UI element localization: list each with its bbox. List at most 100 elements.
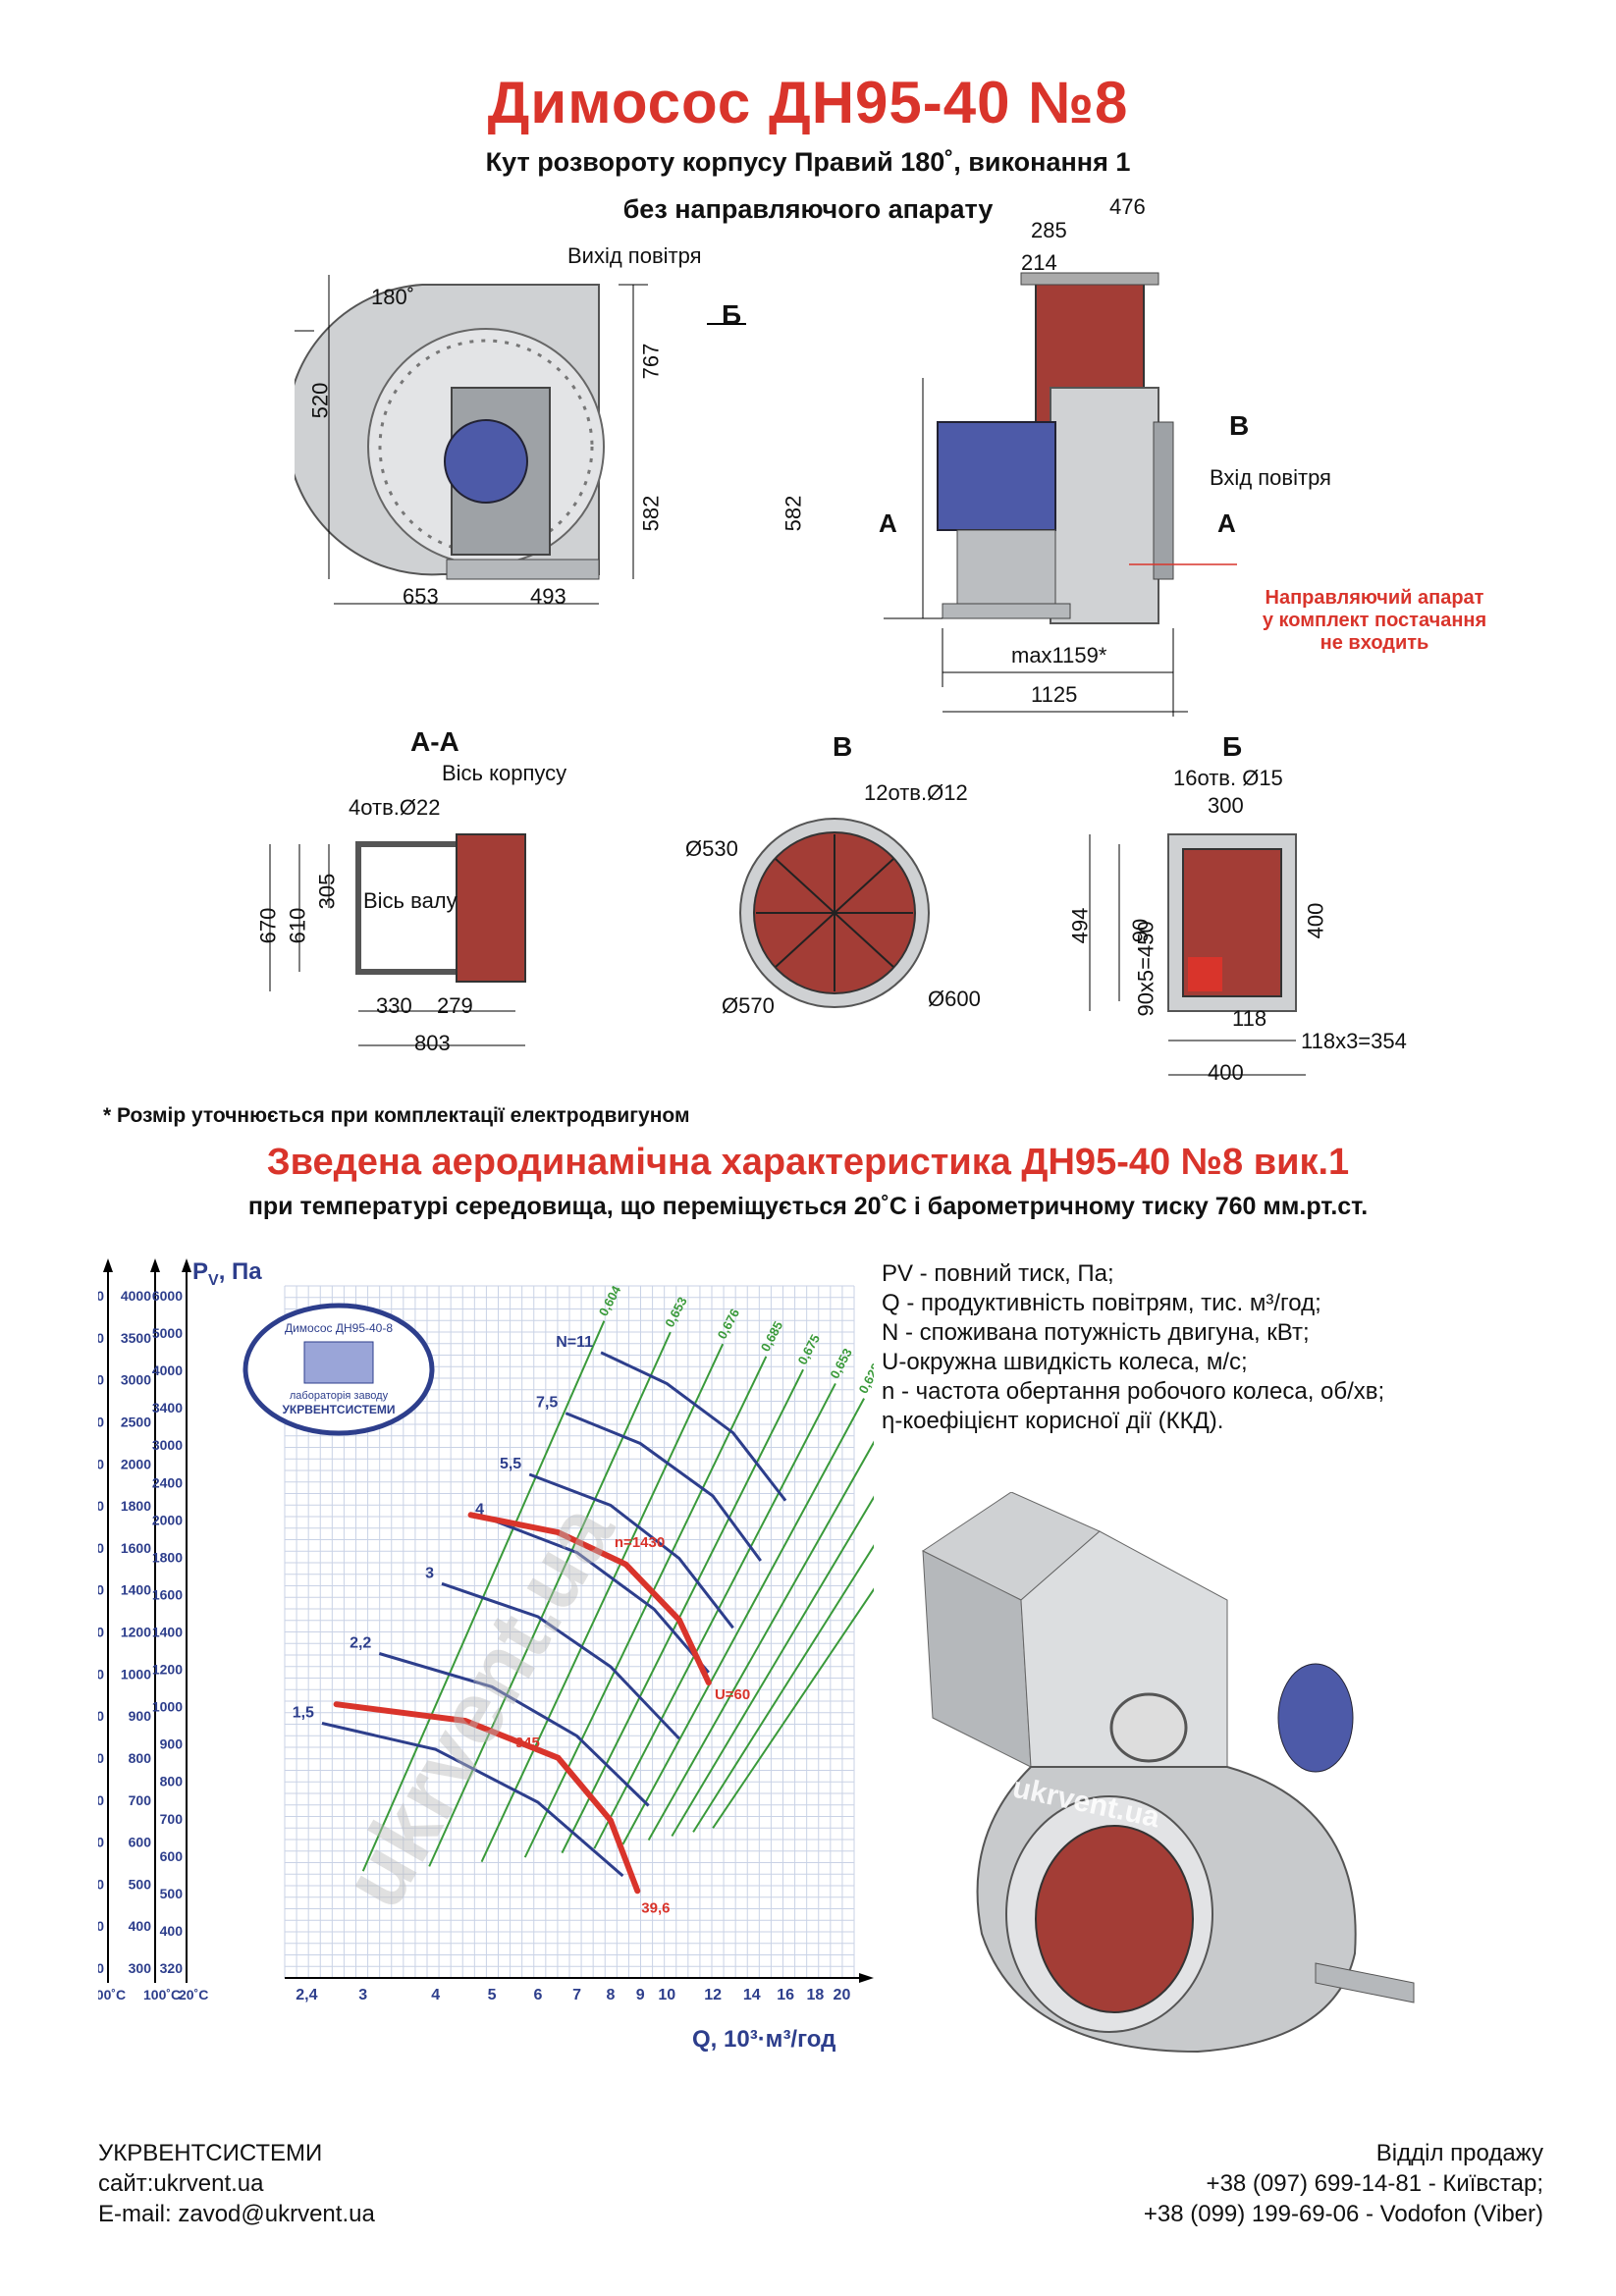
x-tick-label: 8 <box>606 1987 615 2003</box>
dim-118x3-354: 118x3=354 <box>1301 1029 1407 1053</box>
x-tick-label: 3 <box>358 1987 367 2003</box>
power-curve-label: 4 <box>475 1501 484 1518</box>
characteristic-title: Зведена аеродинамічна характеристика ДН9… <box>266 1142 1350 1183</box>
footer-phone2[interactable]: +38 (099) 199-69-06 - Vodofon (Viber) <box>1143 2201 1543 2227</box>
y-tick-label: 400 <box>160 1923 184 1939</box>
section-mark-b: Б <box>722 299 742 330</box>
x-tick-label: 6 <box>533 1987 542 2003</box>
footer-right: Відділ продажу +38 (097) 699-14-81 - Киї… <box>1144 2138 1543 2229</box>
y-tick-label: 1000 <box>121 1666 151 1682</box>
footer-phone1[interactable]: +38 (097) 699-14-81 - Київстар; <box>1206 2170 1543 2197</box>
power-curve-label: 5,5 <box>500 1456 521 1472</box>
dim-118: 118 <box>1232 1006 1267 1031</box>
y-axis-label: PV, Па <box>192 1258 262 1289</box>
efficiency-label: 0,685 <box>758 1318 786 1354</box>
efficiency-line <box>523 1356 768 1858</box>
dim-610: 610 <box>285 907 310 944</box>
y-tick-label: 400 <box>129 1918 152 1934</box>
speed-curve <box>467 1512 712 1686</box>
section-v-title: В <box>833 731 853 762</box>
y-tick-label: 1000 <box>152 1699 183 1715</box>
dim-330: 330 <box>376 993 412 1018</box>
y-tick-label: 500 <box>129 1876 152 1892</box>
y-tick-label: 700 <box>160 1811 184 1827</box>
y-tick-label: 1000 <box>98 1625 104 1640</box>
dim-1125: 1125 <box>1031 682 1078 707</box>
subtitle-rotation: Кут розвороту корпусу Правий 180˚, викон… <box>485 147 1131 177</box>
footer-email[interactable]: E-mail: zavod@ukrvent.ua <box>98 2201 375 2227</box>
speed-annotation: 39,6 <box>641 1900 670 1917</box>
dim-214: 214 <box>1021 250 1057 275</box>
holes-12x12: 12отв.Ø12 <box>864 780 968 805</box>
guide-vane-note: Направляючий апарат у комплект постачанн… <box>1262 587 1487 654</box>
y-tick-label: 700 <box>98 1750 104 1766</box>
power-curve <box>378 1652 650 1807</box>
fan-3d-illustration: ukrvent.ua <box>922 1492 1415 2054</box>
y-tick-label: 1400 <box>121 1582 151 1598</box>
dia-530: Ø530 <box>685 836 738 861</box>
efficiency-label: 0,628 <box>855 1361 874 1396</box>
legend-pv: PV - повний тиск, Па; <box>882 1260 1114 1287</box>
y-tick-label: 800 <box>129 1750 152 1766</box>
y-tick-label: 200 <box>98 1960 104 1976</box>
footnote: * Розмір уточнюється при комплектації ел… <box>103 1104 690 1127</box>
y-tick-label: 700 <box>129 1792 152 1808</box>
footer-left: УКРВЕНТСИСТЕМИ сайт:ukrvent.ua E-mail: z… <box>98 2138 375 2229</box>
efficiency-line <box>480 1343 725 1863</box>
section-b-title: Б <box>1222 731 1243 762</box>
y-tick-label: 900 <box>98 1666 104 1682</box>
dim-520: 520 <box>307 382 333 419</box>
y-tick-label: 500 <box>98 1835 104 1850</box>
y-tick-label: 1800 <box>98 1456 104 1471</box>
power-curve <box>528 1472 734 1629</box>
motor-icon <box>444 419 528 504</box>
efficiency-line <box>561 1368 804 1854</box>
x-temp-label: 200˚С <box>98 1987 126 2002</box>
section-aa-title: А-А <box>410 726 459 757</box>
y-tick-label: 4000 <box>152 1362 183 1378</box>
y-tick-label: 900 <box>160 1736 184 1752</box>
y-tick-label: 800 <box>98 1708 104 1724</box>
section-b-flange <box>1089 833 1306 1076</box>
axis-body-label: Вісь корпусу <box>442 761 567 785</box>
outlet-label: Вихід повітря <box>567 243 702 268</box>
characteristic-subtitle: при температурі середовища, що переміщує… <box>247 1193 1369 1220</box>
y-tick-label: 2400 <box>152 1474 183 1490</box>
y-tick-label: 6000 <box>152 1288 183 1304</box>
footer-sales: Відділ продажу <box>1375 2140 1543 2166</box>
footer-company: УКРВЕНТСИСТЕМИ <box>98 2140 323 2166</box>
x-tick-label: 5 <box>488 1987 497 2003</box>
chart-axes: 3500300025002000180016001400120010009008… <box>98 1258 874 2003</box>
subtitle-execution: без направляючого апарату <box>622 194 994 224</box>
efficiency-line <box>428 1331 672 1867</box>
legend-q: Q - продуктивність повітрям, тис. м³/год… <box>882 1290 1321 1316</box>
logo-line3: УКРВЕНТСИСТЕМИ <box>282 1403 395 1416</box>
y-tick-label: 300 <box>98 1918 104 1934</box>
y-tick-label: 600 <box>129 1835 152 1850</box>
y-tick-label: 1200 <box>121 1625 151 1640</box>
x-temp-label: 100˚С <box>143 1987 181 2002</box>
dim-285: 285 <box>1031 218 1067 242</box>
y-tick-label: 1200 <box>98 1582 104 1598</box>
logo-badge: Димосос ДН95-40-8 лабораторія заводу УКР… <box>242 1303 435 1436</box>
y-tick-label: 500 <box>160 1886 184 1901</box>
y-tick-label: 2500 <box>121 1414 151 1429</box>
efficiency-line <box>621 1398 865 1845</box>
footer-site[interactable]: сайт:ukrvent.ua <box>98 2170 264 2197</box>
angle-180-label: 180˚ <box>371 285 415 309</box>
fan-icon <box>303 1341 374 1384</box>
power-curve-label: 1,5 <box>293 1705 314 1722</box>
legend-n-speed: n - частота обертання робочого колеса, о… <box>882 1378 1385 1405</box>
y-tick-label: 1800 <box>121 1498 151 1514</box>
y-tick-label: 1600 <box>121 1540 151 1556</box>
efficiency-label: 0,653 <box>662 1295 690 1330</box>
efficiency-line <box>361 1320 606 1872</box>
dim-90: 90 <box>1128 918 1154 943</box>
y-tick-label: 400 <box>98 1876 104 1892</box>
axis-shaft-label: Вісь валу <box>363 888 458 913</box>
y-tick-label: 1200 <box>152 1662 183 1678</box>
x-tick-label: 18 <box>806 1987 824 2003</box>
y-tick-label: 600 <box>98 1792 104 1808</box>
